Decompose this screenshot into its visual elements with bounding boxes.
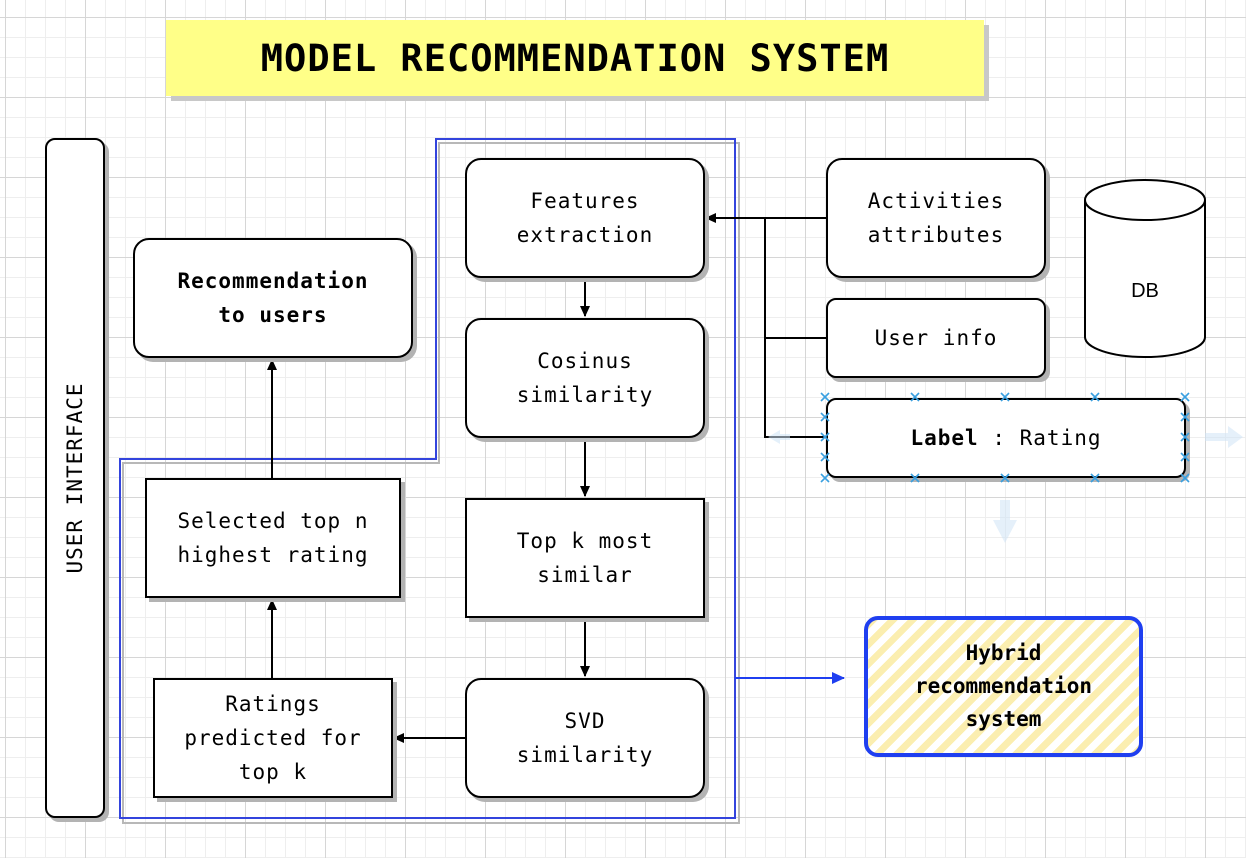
db-label: DB: [1131, 280, 1159, 302]
top-k-most-similar-node: Top k most similar: [465, 498, 705, 618]
recommendation-to-users-node: Recommendation to users: [133, 238, 413, 358]
ratings-predicted-node: Ratings predicted for top k: [153, 678, 393, 798]
activities-attributes-node: Activities attributes: [826, 158, 1046, 278]
hint-arrow-right-icon: [1205, 426, 1243, 448]
db-cylinder-icon: [1084, 179, 1206, 358]
label-value: Rating: [1019, 426, 1102, 450]
selection-hint-arrows: [768, 426, 1243, 543]
svd-similarity-node: SVD similarity: [465, 678, 705, 798]
selected-top-n-node: Selected top n highest rating: [145, 478, 401, 598]
features-extraction-node: Features extraction: [465, 158, 705, 278]
label-key: Label: [910, 426, 979, 450]
user-interface-panel: [45, 138, 105, 818]
hint-arrow-down-icon: [993, 500, 1017, 543]
cosinus-similarity-node: Cosinus similarity: [465, 318, 705, 438]
user-info-node: User info: [826, 298, 1046, 378]
label-rating-node[interactable]: Label : Rating: [826, 398, 1186, 478]
user-interface-label: USER INTERFACE: [63, 382, 87, 574]
group-outline-shadow: [122, 142, 740, 824]
label-separator: :: [978, 426, 1020, 450]
connector-input-bus: [764, 217, 826, 438]
hint-arrow-left-icon: [768, 430, 790, 444]
diagram-title: MODEL RECOMMENDATION SYSTEM: [166, 20, 984, 96]
group-outline: [119, 138, 736, 819]
hybrid-recommendation-node: Hybrid recommendation system: [864, 616, 1143, 757]
